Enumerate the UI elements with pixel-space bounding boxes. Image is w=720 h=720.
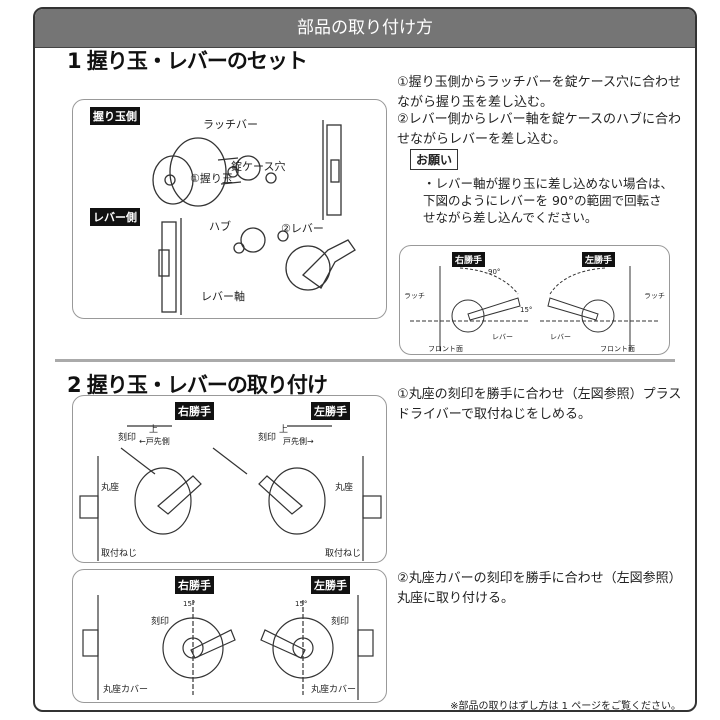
- instruction-frame: 部品の取り付け方 1 握り玉・レバーのセット 握り玉側 ラッチバー 錠ケース穴 …: [33, 7, 697, 712]
- rosette-illustration: [79, 425, 382, 561]
- front-label-right: フロント面: [600, 345, 635, 353]
- rosette-label-left: 丸座: [335, 483, 354, 493]
- hub-label: ハブ: [209, 220, 231, 233]
- section2-title: 2 握り玉・レバーの取り付け: [67, 373, 328, 397]
- lever-label-right: レバー: [492, 333, 513, 341]
- cover-label-left: 丸座カバー: [311, 685, 357, 695]
- fig2-marking-left: 刻印: [331, 617, 350, 627]
- screw-label-right: 取付ねじ: [101, 549, 138, 559]
- angle-label-right: 15°: [183, 600, 196, 608]
- small-angle-label: 15°: [520, 306, 533, 314]
- latch-bar-label: ラッチバー: [203, 118, 258, 131]
- rosette-cover-figure: 右勝手 左勝手 15° 15° 刻印 刻印 丸座カバー 丸座カバー: [72, 569, 387, 703]
- note-title: お願い: [410, 149, 459, 170]
- fig1-left-hand-tag: 左勝手: [311, 402, 350, 420]
- knob-lever-illustration: [152, 120, 356, 315]
- lever-label-left: レバー: [550, 333, 571, 341]
- up-mark-right: 上: [149, 425, 159, 435]
- latch-label-right: ラッチ: [644, 292, 665, 300]
- rosette-label-right: 丸座: [101, 483, 120, 493]
- marking-label-right: 刻印: [118, 433, 137, 443]
- note-text: ・レバー軸が握り玉に差し込めない場合は、下図のようにレバーを 90°の範囲で回転…: [423, 176, 674, 225]
- page-header: 部品の取り付け方: [35, 9, 695, 48]
- right-hand-tag: 右勝手: [452, 252, 486, 267]
- angle-label-left: 15°: [295, 600, 308, 608]
- knob-side-tag: 握り玉側: [90, 107, 140, 125]
- fig1-right-hand-tag: 右勝手: [175, 402, 214, 420]
- rotation-diagram: 右勝手 左勝手 90° 15° ラッチ ラッチ レバー レバー フロント面 フロ…: [399, 245, 670, 355]
- rosette-cover-illustration: [82, 595, 374, 700]
- rotation-illustration: [410, 266, 660, 351]
- latch-label-left: ラッチ: [404, 292, 425, 300]
- marking-label-left: 刻印: [258, 433, 277, 443]
- section-divider: [55, 359, 675, 362]
- lever-shaft-label: レバー軸: [201, 290, 245, 303]
- step-1-1: ①握り玉側からラッチバーを錠ケース穴に合わせながら握り玉を差し込む。: [397, 75, 682, 110]
- fig2-left-hand-tag: 左勝手: [311, 576, 350, 594]
- screw-label-left: 取付ねじ: [325, 549, 362, 559]
- door-edge-mark-right: ←戸先側: [139, 437, 170, 446]
- fig2-right-hand-tag: 右勝手: [175, 576, 214, 594]
- cover-label-right: 丸座カバー: [103, 685, 149, 695]
- fig2-marking-right: 刻印: [151, 617, 170, 627]
- case-hole-label: 錠ケース穴: [231, 160, 286, 173]
- knob-label: ①握り玉: [190, 172, 233, 185]
- section1-title: 1 握り玉・レバーのセット: [67, 49, 308, 73]
- left-hand-tag: 左勝手: [582, 252, 616, 267]
- step-1-2: ②レバー側からレバー軸を錠ケースのハブに合わせながらレバーを差し込む。: [397, 112, 682, 147]
- rosette-figure: 右勝手 左勝手 刻印 刻印 上 上 ←戸先側 戸先側→ 丸座 丸座 取付ねじ 取…: [72, 395, 387, 563]
- door-edge-mark-left: 戸先側→: [283, 437, 314, 446]
- footnote: ※部品の取りはずし方は 1 ページをご覧ください。: [450, 701, 681, 712]
- angle-label: 90°: [488, 268, 501, 276]
- step-2-2: ②丸座カバーの刻印を勝手に合わせ（左図参照）丸座に取り付ける。: [397, 571, 682, 606]
- step-2-1: ①丸座の刻印を勝手に合わせ（左図参照）プラスドライバーで取付ねじをしめる。: [397, 387, 682, 422]
- knob-lever-set-figure: 握り玉側 ラッチバー 錠ケース穴 ①握り玉 レバー側 ハブ ②レバー レバー軸: [72, 99, 387, 319]
- lever-label: ②レバー: [281, 222, 324, 235]
- lever-side-tag: レバー側: [90, 208, 140, 226]
- up-mark-left: 上: [279, 425, 289, 435]
- front-label-left: フロント面: [428, 345, 463, 353]
